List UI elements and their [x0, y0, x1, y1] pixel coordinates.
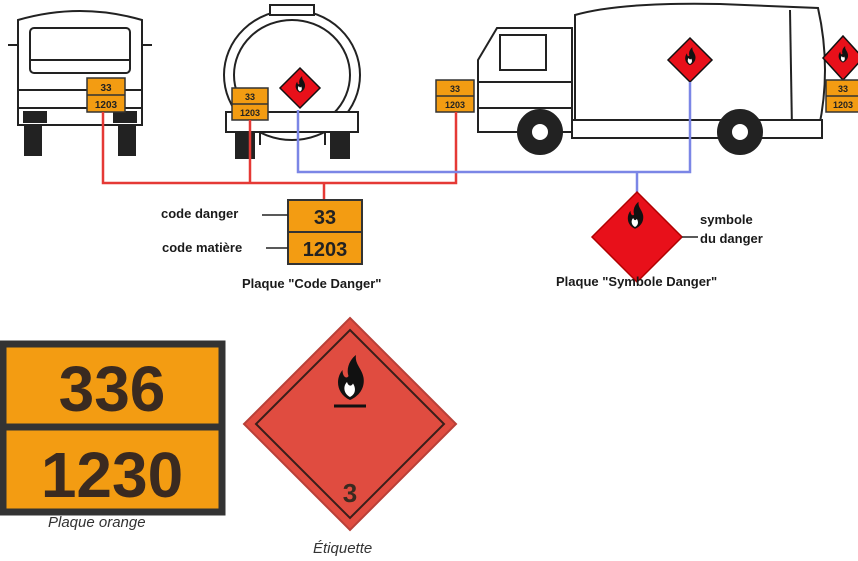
orange-plate-caption: Plaque orange — [48, 514, 146, 531]
code-danger-plate: 33 1203 — [287, 199, 363, 265]
edge-danger-diamond — [821, 34, 858, 82]
tanker-side-view — [477, 2, 826, 155]
symbol-danger-caption: Plaque "Symbole Danger" — [556, 274, 718, 289]
danger-label-sign: 3 — [242, 316, 458, 532]
label-sign-number: 3 — [343, 478, 357, 508]
code-matter-label: code matière — [162, 240, 243, 255]
front-hazard-plate: 33 1203 — [86, 77, 126, 113]
code-danger-caption: Plaque "Code Danger" — [242, 276, 382, 291]
symbol-label-line1: symbole — [700, 212, 753, 227]
code-plate-code: 33 — [314, 207, 336, 229]
rear-danger-diamond — [278, 66, 322, 110]
blue-connector-lines — [296, 82, 692, 192]
side-plate-matter: 1203 — [445, 100, 465, 110]
red-connector-lines — [101, 112, 458, 200]
symbol-label-line2: du danger — [700, 231, 763, 246]
truck-front-view — [8, 10, 152, 156]
rear-plate-code: 33 — [245, 92, 255, 102]
code-danger-label: code danger — [161, 206, 239, 221]
orange-plate-top: 336 — [59, 353, 166, 425]
rear-plate-matter: 1203 — [240, 108, 260, 118]
front-plate-code: 33 — [100, 83, 112, 94]
front-plate-matter: 1203 — [95, 100, 118, 111]
orange-plate: 336 1230 — [0, 340, 226, 516]
edge-plate-matter: 1203 — [833, 100, 853, 110]
edge-plate-code: 33 — [838, 84, 848, 94]
side-hazard-plate: 33 1203 — [435, 79, 475, 113]
edge-hazard-plate: 33 1203 — [825, 79, 858, 113]
code-plate-matter: 1203 — [303, 239, 348, 261]
orange-plate-bottom: 1230 — [41, 439, 183, 511]
symbol-danger-plate — [590, 190, 684, 284]
label-sign-caption: Étiquette — [313, 540, 373, 557]
side-plate-code: 33 — [450, 84, 460, 94]
rear-hazard-plate: 33 1203 — [231, 87, 269, 121]
